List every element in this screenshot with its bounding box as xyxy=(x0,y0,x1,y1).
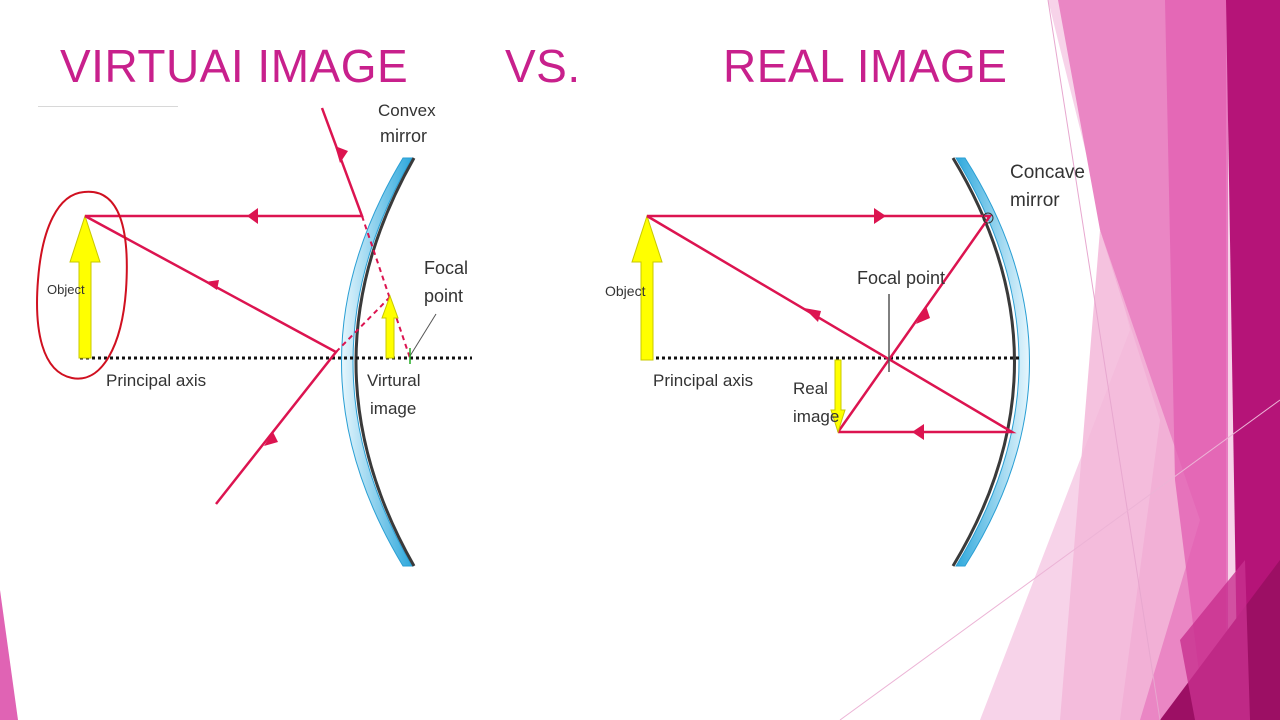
concave-ray-arrowhead-3 xyxy=(804,308,821,322)
decor-pink-lower-block xyxy=(1180,560,1250,720)
convex-axis-label: Principal axis xyxy=(106,371,206,390)
concave-real-image-arrow xyxy=(830,359,846,434)
decor-left-edge-sliver xyxy=(0,590,18,720)
convex-mirror-label-line1: Convex xyxy=(378,101,436,120)
convex-focal-label-line2: point xyxy=(424,286,463,306)
convex-virtual-image-arrow xyxy=(381,294,399,359)
decor-pink-band xyxy=(1165,0,1228,720)
concave-ray-oblique xyxy=(646,214,1017,434)
decor-pink-soft-panel xyxy=(1060,230,1200,720)
concave-ray-arrowhead-4 xyxy=(912,424,924,440)
title-underline-rule xyxy=(38,106,178,107)
object-annotation-circle xyxy=(36,190,128,380)
convex-image-label-line2: image xyxy=(370,399,416,418)
concave-image-label-line1: Real xyxy=(793,379,828,398)
convex-focal-label-line1: Focal xyxy=(424,258,468,278)
convex-object-label: Object xyxy=(47,282,85,297)
concave-object-label: Object xyxy=(605,283,646,299)
concave-image-label-line2: image xyxy=(793,407,839,426)
concave-ray-arrowhead-1 xyxy=(874,208,886,224)
concave-axis-label: Principal axis xyxy=(653,371,753,390)
convex-mirror xyxy=(341,157,413,567)
convex-object-arrow xyxy=(69,214,101,359)
decor-thin-line-2 xyxy=(839,399,1280,720)
concave-mirror-label-line2: mirror xyxy=(1010,190,1060,211)
concave-focal-label: Focal point xyxy=(857,268,945,288)
concave-ray-parallel xyxy=(647,214,993,433)
convex-image-label-line1: Virtural xyxy=(367,371,421,390)
convex-ray-arrowhead-1 xyxy=(247,208,258,224)
concave-mirror-vertex-mark xyxy=(982,212,994,224)
title-virtual-image: VIRTUAI IMAGE xyxy=(60,40,409,92)
convex-mirror-back xyxy=(354,157,416,567)
convex-ray-arrowhead-3 xyxy=(205,280,219,290)
convex-ray-arrowhead-2 xyxy=(335,146,348,163)
concave-mirror-label-line1: Concave xyxy=(1010,162,1085,183)
concave-ray-arrowhead-2 xyxy=(916,306,930,324)
convex-virtual-extension-1 xyxy=(361,215,411,359)
convex-mirror-label-line2: mirror xyxy=(380,126,427,146)
convex-focal-pointer xyxy=(409,313,437,357)
concave-object-arrow xyxy=(631,214,663,361)
convex-virtual-extension-2 xyxy=(335,296,391,353)
concave-mirror-back xyxy=(951,157,1016,567)
decor-thin-line-1 xyxy=(1047,0,1161,720)
title-real-image: REAL IMAGE xyxy=(723,40,1008,92)
convex-ray-arrowhead-4 xyxy=(264,432,278,446)
title-vs: VS. xyxy=(505,40,581,92)
concave-mirror xyxy=(955,157,1030,567)
decor-pink-dark-strip xyxy=(1226,0,1280,720)
